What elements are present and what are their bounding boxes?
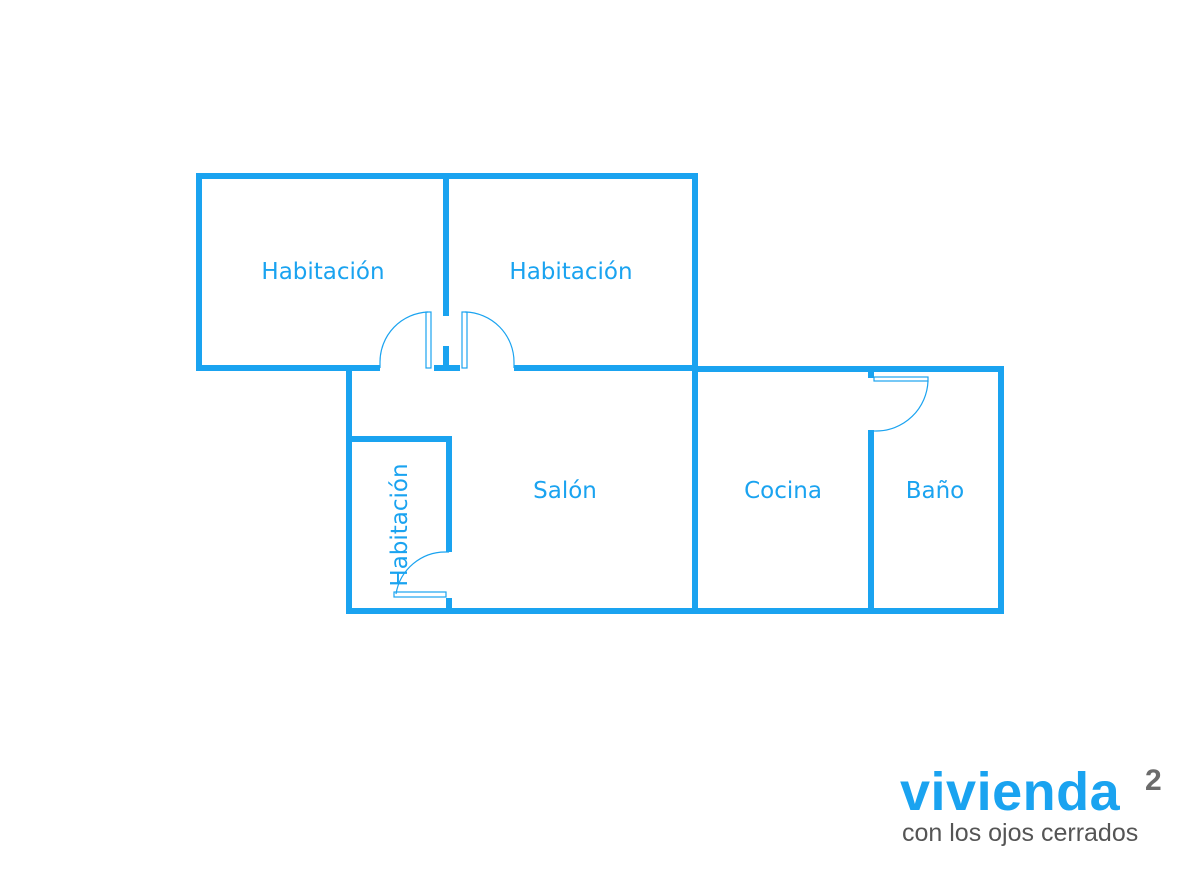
- room-label-bathroom: Baño: [906, 478, 965, 504]
- door-bathroom: [871, 376, 929, 432]
- wall-bedroom-left: [196, 173, 449, 371]
- wall-outer-bottom-right: [449, 366, 1004, 614]
- door-bedroom-right: [461, 311, 515, 369]
- door-bedroom-left: [379, 311, 432, 369]
- wall-bedroom-small: [349, 436, 452, 552]
- wall-hall-left: [346, 368, 449, 614]
- room-label-living-room: Salón: [533, 478, 597, 504]
- logo-tagline: con los ojos cerrados: [902, 819, 1139, 847]
- room-label-bedroom-small: Habitación: [387, 463, 413, 586]
- walls: [196, 173, 1004, 614]
- room-label-bedroom-left: Habitación: [261, 259, 384, 285]
- brand-logo: vivienda 2 con los ojos cerrados: [900, 760, 1190, 855]
- door-bedroom-small: [393, 551, 449, 598]
- wall-bedroom-right: [446, 173, 698, 371]
- room-labels: Habitación Habitación Habitación Salón C…: [261, 259, 964, 587]
- room-label-bedroom-right: Habitación: [509, 259, 632, 285]
- logo-wordmark: vivienda: [900, 762, 1121, 822]
- doors: [379, 311, 929, 598]
- room-label-kitchen: Cocina: [744, 478, 822, 504]
- logo-superscript: 2: [1145, 764, 1162, 797]
